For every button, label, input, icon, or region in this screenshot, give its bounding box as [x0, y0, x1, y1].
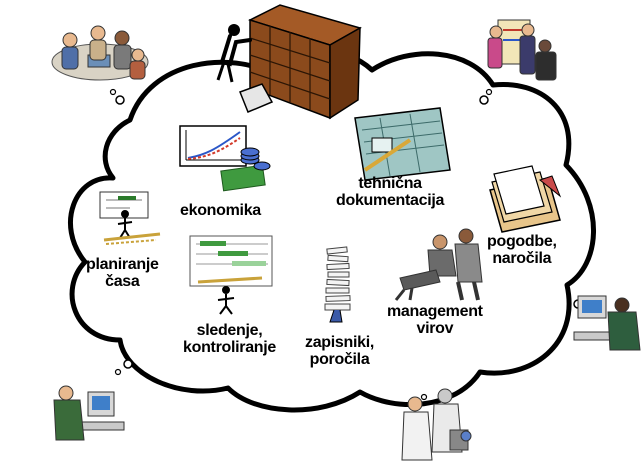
label-ekonomika-text: ekonomika — [180, 202, 261, 219]
computer-worker-left-icon — [53, 385, 125, 441]
label-management-line2: virov — [416, 320, 454, 337]
label-management-virov: management virov — [387, 303, 483, 337]
time-planning-icon — [99, 191, 161, 245]
technical-drawing-icon — [354, 107, 451, 181]
label-pogodbe-narocila: pogodbe, naročila — [487, 233, 557, 267]
business-discussion-icon — [394, 228, 483, 301]
laboratory-workers-icon — [401, 388, 472, 461]
label-tehnicna-line1: tehnična — [358, 175, 422, 192]
label-zapisniki-line2: poročila — [309, 351, 370, 368]
presentation-people-icon — [487, 19, 557, 81]
computer-worker-right-icon — [573, 295, 641, 351]
label-sledenje-line2: kontroliranje — [183, 339, 277, 356]
label-tehnicna-dokumentacija: tehnična dokumentacija — [336, 175, 444, 209]
filing-shelf-person-icon — [216, 4, 362, 120]
label-pogodbe-line2: naročila — [492, 250, 552, 267]
label-planiranje-line2: časa — [105, 273, 140, 290]
document-folders-icon — [489, 165, 562, 233]
label-zapisniki-line1: zapisniki, — [305, 334, 375, 351]
label-planiranje-casa: planiranje časa — [86, 256, 159, 290]
meeting-group-icon — [51, 25, 149, 81]
label-tehnicna-line2: dokumentacija — [336, 192, 445, 209]
paper-stack-icon — [324, 246, 351, 323]
gantt-tracking-icon — [189, 235, 273, 315]
growth-chart-money-icon — [179, 125, 271, 192]
label-pogodbe-line1: pogodbe, — [487, 233, 557, 250]
label-zapisniki-porocila: zapisniki, poročila — [305, 334, 374, 368]
label-planiranje-line1: planiranje — [86, 256, 159, 273]
label-management-line1: management — [387, 303, 483, 320]
label-sledenje-line1: sledenje, — [196, 322, 263, 339]
label-sledenje-kontroliranje: sledenje, kontroliranje — [183, 322, 276, 356]
label-ekonomika: ekonomika — [180, 202, 261, 219]
